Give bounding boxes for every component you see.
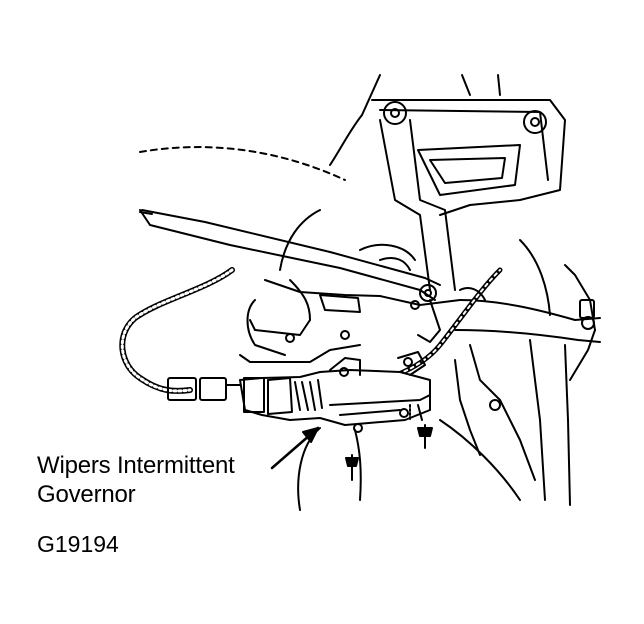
callout-label: Wipers Intermittent Governor — [37, 451, 235, 509]
wiper-linkage — [139, 209, 441, 343]
callout-leader-arrow — [270, 426, 320, 470]
strut-bracket — [371, 74, 566, 291]
callout-line-1: Wipers Intermittent — [37, 452, 235, 479]
lower-body-curves — [297, 419, 521, 511]
figure-code: G19194 — [37, 531, 119, 557]
wipers-intermittent-governor — [239, 351, 431, 433]
callout-line-2: Governor — [37, 481, 136, 508]
fender-outline — [329, 74, 381, 166]
mounting-screws — [345, 404, 433, 481]
frame-rail — [454, 239, 601, 506]
hood-outline-dashed — [139, 146, 346, 181]
wire-loom-left — [119, 267, 241, 401]
cowl-panel — [239, 209, 461, 363]
